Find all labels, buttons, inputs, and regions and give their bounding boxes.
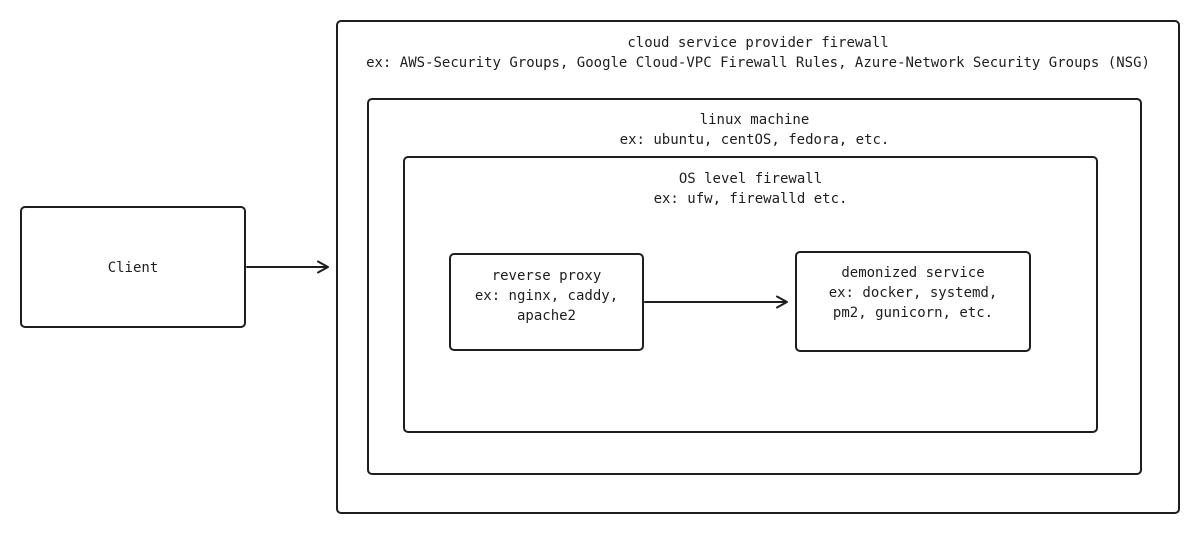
client-title: Client	[107, 260, 159, 276]
reverse-proxy-box: reverse proxy ex: nginx, caddy, apache2	[449, 253, 644, 351]
client-box: Client	[20, 206, 246, 328]
os-firewall-label: OS level firewall ex: ufw, firewalld etc…	[405, 169, 1096, 209]
reverse-proxy-examples-line2: apache2	[516, 308, 576, 324]
daemonized-service-examples-line2: pm2, gunicorn, etc.	[832, 305, 994, 321]
cloud-firewall-examples: ex: AWS-Security Groups, Google Cloud-VP…	[366, 55, 1150, 71]
cloud-firewall-title: cloud service provider firewall	[627, 35, 889, 51]
linux-machine-title: linux machine	[699, 112, 810, 128]
daemonized-service-title: demonized service	[841, 265, 985, 281]
reverse-proxy-label: reverse proxy ex: nginx, caddy, apache2	[451, 266, 642, 326]
cloud-firewall-label: cloud service provider firewall ex: AWS-…	[338, 33, 1178, 73]
daemonized-service-box: demonized service ex: docker, systemd, p…	[795, 251, 1031, 352]
client-to-cloud-arrow	[246, 260, 329, 274]
reverse-proxy-examples-line1: ex: nginx, caddy,	[474, 288, 619, 304]
daemonized-service-examples-line1: ex: docker, systemd,	[828, 285, 998, 301]
reverse-proxy-title: reverse proxy	[491, 268, 602, 284]
linux-machine-label: linux machine ex: ubuntu, centOS, fedora…	[369, 110, 1140, 150]
daemonized-service-label: demonized service ex: docker, systemd, p…	[797, 263, 1029, 323]
client-label: Client	[22, 258, 244, 278]
os-firewall-examples: ex: ufw, firewalld etc.	[653, 191, 848, 207]
os-firewall-title: OS level firewall	[678, 171, 823, 187]
linux-machine-examples: ex: ubuntu, centOS, fedora, etc.	[619, 132, 890, 148]
